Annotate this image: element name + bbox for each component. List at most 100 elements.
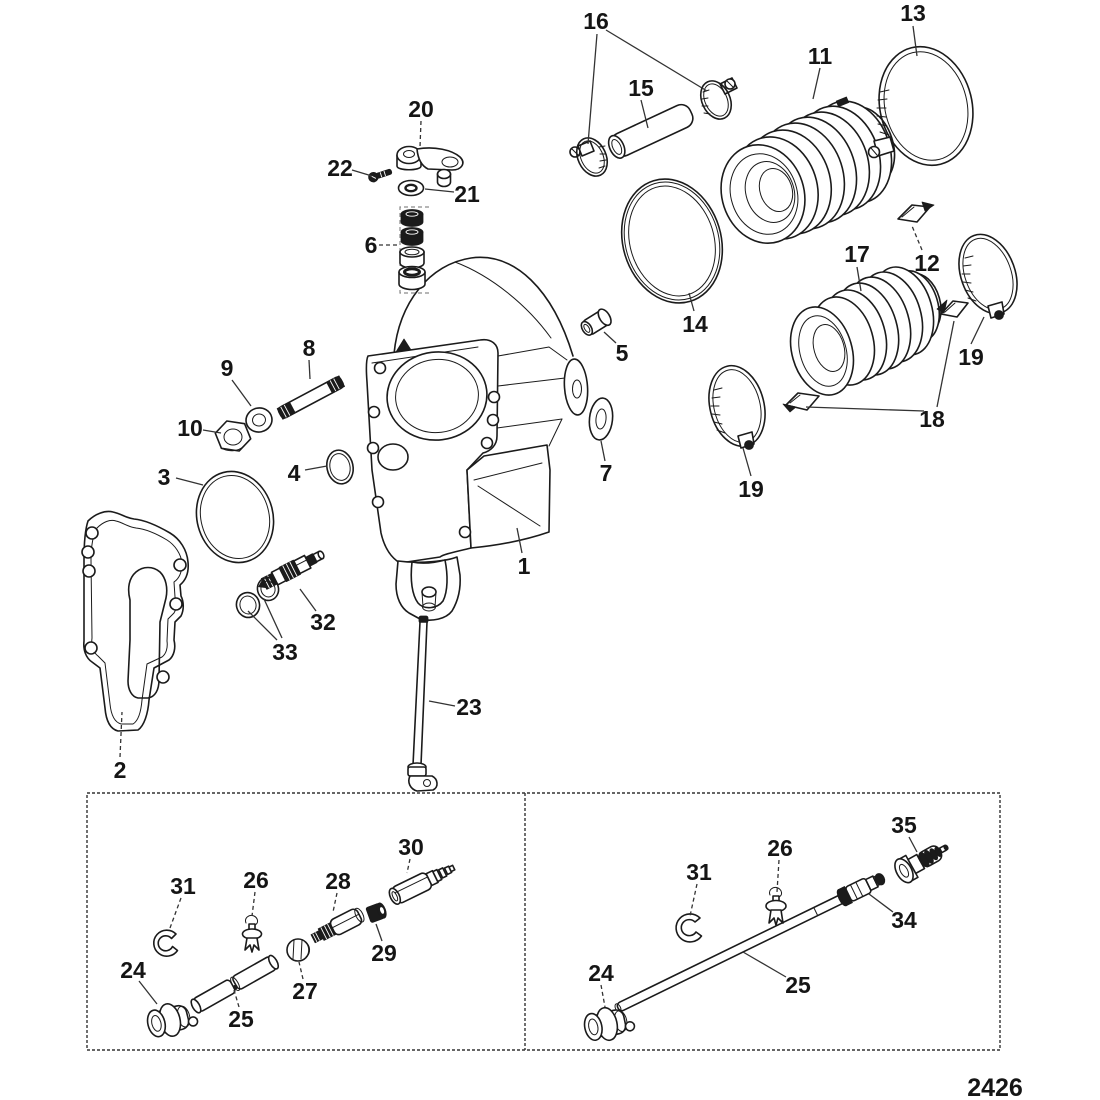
leader-line — [299, 588, 317, 612]
callout-label: 23 — [456, 694, 482, 720]
switch-orings-drawing — [235, 576, 280, 619]
exhaust-bellows-drawing — [720, 96, 896, 245]
leader-line — [600, 440, 606, 462]
callout-label: 7 — [600, 460, 613, 486]
housing-box-section — [466, 444, 551, 549]
callout-label: 10 — [177, 415, 203, 441]
leader-line — [812, 67, 821, 100]
callout-label: 22 — [327, 155, 353, 181]
callout-label: 33 — [272, 639, 298, 665]
callout-label: 21 — [454, 181, 480, 207]
callout-label: 26 — [243, 867, 269, 893]
cable-end-guide-left-drawing — [146, 1003, 199, 1038]
callout-label: 11 — [808, 43, 833, 69]
gasket-drawing — [81, 510, 189, 732]
leader-line — [119, 711, 123, 758]
callout-label: 12 — [914, 250, 940, 276]
tube-drawing — [607, 103, 694, 159]
cable-anchor-left-drawing — [241, 915, 263, 953]
leader-line — [332, 892, 338, 913]
thrust-washer-drawing — [588, 397, 614, 441]
washer-drawing — [245, 407, 273, 433]
callout-label: 25 — [228, 1006, 254, 1032]
leader-line — [233, 989, 240, 1008]
leader-line — [688, 292, 695, 312]
callout-label: 35 — [891, 812, 917, 838]
barb-fitting-drawing — [894, 844, 949, 884]
cable-bushing-drawing — [365, 902, 387, 923]
callout-label: 8 — [303, 335, 316, 361]
callout-label: 19 — [958, 344, 984, 370]
leader-line — [936, 320, 955, 408]
shift-lever-drawing — [396, 145, 464, 188]
leader-line — [776, 859, 780, 893]
callout-label: 29 — [371, 940, 397, 966]
screw-drawing — [368, 168, 393, 183]
callout-label: 27 — [292, 978, 318, 1004]
anchor-rod-drawing — [407, 615, 438, 792]
leader-line — [231, 379, 252, 407]
cable-connector-drawing — [310, 907, 365, 944]
callout-label: 26 — [767, 835, 793, 861]
leader-line — [406, 858, 411, 874]
leader-line — [603, 331, 617, 344]
hose-clamp-16b-drawing — [569, 137, 609, 177]
leader-line — [640, 99, 649, 129]
large-oring-drawing — [195, 470, 275, 564]
lever-washer-drawing — [397, 179, 425, 197]
leader-line — [263, 598, 283, 639]
hose-clamp-16a-drawing — [699, 77, 738, 120]
leader-line — [138, 980, 158, 1005]
leader-line — [912, 25, 918, 57]
bushing-drawing — [580, 308, 612, 336]
seal-stack-drawing — [398, 206, 429, 294]
leader-line — [247, 610, 278, 641]
leader-line — [304, 465, 328, 471]
leader-line — [428, 700, 456, 707]
clamp-19-right-drawing — [958, 233, 1018, 320]
leader-line — [516, 527, 523, 554]
callout-label: 19 — [738, 476, 764, 502]
callout-label: 13 — [900, 0, 926, 26]
leader-line — [424, 188, 455, 193]
leader-line — [251, 891, 256, 917]
callout-label: 14 — [682, 311, 708, 337]
leader-line — [605, 29, 708, 92]
leader-line — [375, 923, 383, 942]
housing-bore — [386, 351, 488, 441]
callout-label: 30 — [398, 834, 424, 860]
cable-anchor-right-drawing — [765, 887, 787, 926]
large-clamp-drawing — [867, 45, 974, 167]
callout-label: 3 — [158, 464, 171, 490]
callout-label: 31 — [686, 859, 712, 885]
nut-drawing — [214, 420, 252, 452]
housing-boss — [563, 358, 589, 416]
leader-line — [742, 447, 752, 477]
leader-line — [908, 836, 918, 853]
trunnion-drawing — [286, 938, 311, 962]
bell-housing-drawing — [365, 256, 589, 621]
callout-label: 17 — [844, 241, 870, 267]
callout-label: 24 — [120, 957, 146, 983]
figure-number: 2426 — [967, 1074, 1023, 1100]
callout-label: 24 — [588, 960, 614, 986]
stud-drawing — [276, 375, 346, 420]
callout-label: 2 — [114, 757, 127, 783]
spring-clip-left-drawing — [153, 929, 179, 957]
callout-label: 6 — [365, 232, 378, 258]
leader-line — [308, 359, 311, 380]
switch-drawing — [258, 550, 325, 590]
leader-line — [868, 893, 894, 913]
callout-label: 20 — [408, 96, 434, 122]
inset-panel-box — [86, 792, 1001, 1051]
leader-line — [970, 316, 985, 345]
callout-label: 31 — [170, 873, 196, 899]
shift-bellows-drawing — [789, 266, 942, 396]
small-oring-drawing — [326, 449, 354, 485]
cable-coupler-drawing — [388, 864, 456, 905]
cable-tube-left-drawing — [190, 954, 280, 1014]
spring-clip-right-drawing — [675, 913, 703, 943]
